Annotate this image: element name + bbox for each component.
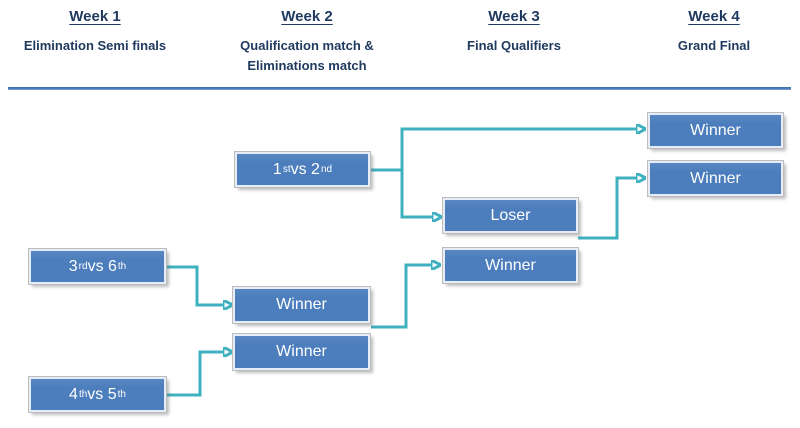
- node-grand-final-winner-bottom: Winner: [648, 161, 783, 196]
- week4-header: Week 4 Grand Final: [619, 8, 800, 56]
- node-week2-winner-top: Winner: [233, 287, 370, 323]
- week3-header: Week 3 Final Qualifiers: [419, 8, 609, 56]
- node-grand-final-winner-top: Winner: [648, 113, 783, 148]
- week1-subtitle: Elimination Semi finals: [23, 38, 167, 53]
- connector-4v5-to-week2-winner-bottom: [166, 352, 224, 397]
- week2-title: Week 2: [281, 8, 333, 25]
- connector-week2-winners-to-week3-winner: [371, 265, 432, 329]
- header-divider-line: [8, 87, 791, 90]
- node-week3-winner: Winner: [443, 248, 578, 283]
- connector-3v6-to-week2-winner-top: [166, 265, 224, 305]
- week4-title: Week 4: [688, 8, 740, 25]
- connector-loser-to-gf-winner-bottom: [578, 178, 637, 240]
- week3-subtitle: Final Qualifiers: [467, 38, 561, 53]
- week2-subtitle: Qualification match & Eliminations match: [240, 38, 374, 74]
- week4-subtitle: Grand Final: [677, 38, 751, 53]
- week2-header: Week 2 Qualification match & Elimination…: [212, 8, 402, 76]
- week1-title: Week 1: [69, 8, 121, 25]
- week1-header: Week 1 Elimination Semi finals: [0, 8, 190, 56]
- week3-title: Week 3: [488, 8, 540, 25]
- node-loser: Loser: [443, 198, 578, 233]
- node-week2-winner-bottom: Winner: [233, 334, 370, 370]
